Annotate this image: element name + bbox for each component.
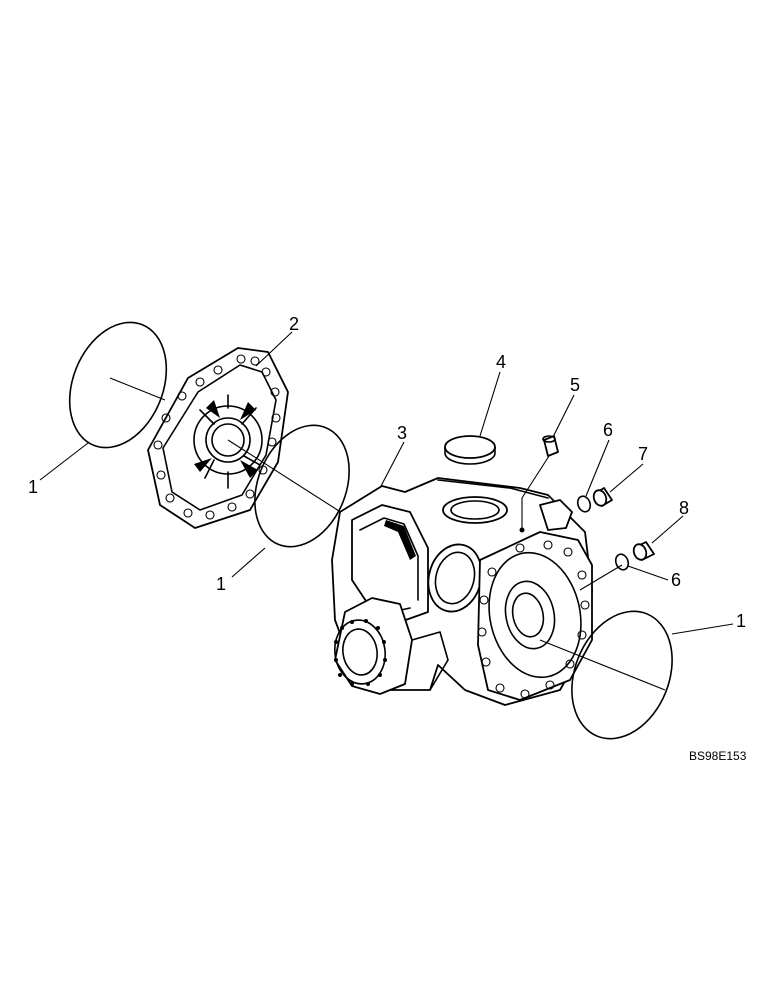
o-ring-middle (254, 424, 350, 548)
cover-plate (147, 347, 289, 529)
callout-1-right: 1 (736, 611, 746, 631)
o-ring-left (68, 321, 168, 449)
callout-7: 7 (638, 444, 648, 464)
callout-1-middle: 1 (216, 574, 226, 594)
callout-5: 5 (570, 375, 580, 395)
plug-cap (444, 435, 496, 465)
callout-4: 4 (496, 352, 506, 372)
callout-6-lower: 6 (671, 570, 681, 590)
axis-line-left (109, 377, 166, 401)
plug-screw-8 (632, 541, 655, 561)
callout-1-left: 1 (28, 477, 38, 497)
leader-lines (39, 331, 734, 635)
axis-line-center (227, 439, 351, 519)
plug-screw-7 (592, 487, 613, 507)
drawing-code: BS98E153 (689, 749, 747, 763)
seal-ring-lower (614, 553, 630, 571)
seal-ring-upper (576, 495, 592, 513)
callout-3: 3 (397, 423, 407, 443)
vent-fitting (542, 435, 559, 457)
axle-housing (331, 477, 593, 706)
o-ring-right (571, 610, 673, 740)
callout-2: 2 (289, 314, 299, 334)
callout-8: 8 (679, 498, 689, 518)
axis-line-right (539, 639, 666, 691)
callout-6-upper: 6 (603, 420, 613, 440)
